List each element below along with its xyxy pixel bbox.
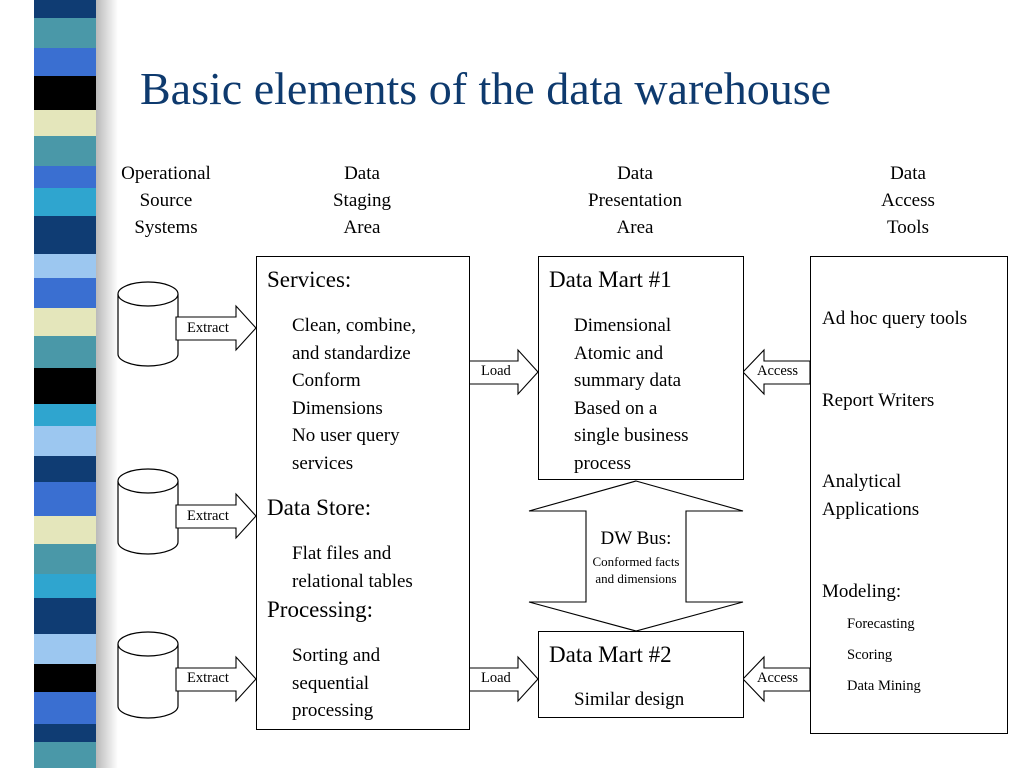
tool-ad-hoc-query: Ad hoc query tools <box>822 308 968 329</box>
header-data-staging-area: Data Staging Area <box>332 163 392 238</box>
source-database-icon-1 <box>117 281 179 367</box>
stripe-band <box>34 598 96 634</box>
extract-label-1: Extract <box>187 320 229 336</box>
stripe-band <box>34 404 96 426</box>
header-data-access-tools: Data Access Tools <box>881 163 935 238</box>
dw-bus-title: DW Bus: <box>600 528 672 549</box>
data-mart-1-text: Dimensional Atomic and summary data Base… <box>574 315 689 474</box>
stripe-band <box>34 482 96 516</box>
data-store-heading: Data Store: <box>267 495 372 520</box>
processing-text: Sorting and sequential processing <box>292 645 381 721</box>
access-arrow-2 <box>742 655 811 703</box>
stripe-band <box>34 254 96 278</box>
data-mart-1-box: Data Mart #1 Dimensional Atomic and summ… <box>538 256 744 480</box>
modeling-forecasting: Forecasting <box>847 616 915 632</box>
modeling-scoring: Scoring <box>847 647 893 663</box>
data-mart-2-text: Similar design <box>574 689 685 710</box>
stripe-band <box>34 368 96 404</box>
stripe-band <box>34 692 96 724</box>
stripe-band <box>34 634 96 664</box>
stripe-band <box>34 110 96 136</box>
stripe-band <box>34 0 96 18</box>
tool-modeling: Modeling: <box>822 581 902 602</box>
stripe-band <box>34 308 96 336</box>
services-heading: Services: <box>267 267 352 292</box>
tool-analytical-applications: Analytical Applications <box>822 471 920 520</box>
data-mart-2-box: Data Mart #2 Similar design <box>538 631 744 718</box>
extract-arrow-2 <box>175 492 257 540</box>
access-arrow-1 <box>742 348 811 396</box>
services-text: Clean, combine, and standardize Conform … <box>292 315 416 474</box>
data-mart-1-title: Data Mart #1 <box>549 267 672 292</box>
stripe-band <box>34 188 96 216</box>
stripe-band <box>34 516 96 544</box>
stripe-band <box>34 216 96 254</box>
access-label-1: Access <box>757 363 799 379</box>
modeling-data-mining: Data Mining <box>847 678 921 694</box>
stripe-band <box>34 664 96 692</box>
data-store-text: Flat files and relational tables <box>292 543 413 592</box>
extract-arrow-3 <box>175 655 257 703</box>
data-mart-2-title: Data Mart #2 <box>549 642 672 667</box>
load-label-2: Load <box>481 670 511 686</box>
stripe-band <box>34 166 96 188</box>
stripe-band <box>34 544 96 574</box>
extract-label-3: Extract <box>187 670 229 686</box>
stripe-band <box>34 724 96 742</box>
staging-area-box: Services: Clean, combine, and standardiz… <box>256 256 470 730</box>
stripe-band <box>34 18 96 48</box>
access-label-2: Access <box>757 670 799 686</box>
processing-heading: Processing: <box>267 597 374 622</box>
stripe-band <box>34 48 96 76</box>
dw-bus-text: Conformed facts and dimensions <box>592 554 680 586</box>
extract-label-2: Extract <box>187 508 229 524</box>
stripe-band <box>34 136 96 166</box>
load-label-1: Load <box>481 363 511 379</box>
stripe-band <box>34 742 96 768</box>
load-arrow-1 <box>468 348 539 396</box>
stripe-band <box>34 336 96 368</box>
stripe-band <box>34 278 96 308</box>
slide-title: Basic elements of the data warehouse <box>140 63 832 114</box>
tool-report-writers: Report Writers <box>822 390 935 411</box>
header-data-presentation-area: Data Presentation Area <box>588 163 682 238</box>
stripe-band <box>34 426 96 456</box>
header-operational-source-systems: Operational Source Systems <box>121 163 211 238</box>
load-arrow-2 <box>468 655 539 703</box>
source-database-icon-3 <box>117 631 179 719</box>
data-access-tools-box: Ad hoc query tools Report Writers Analyt… <box>810 256 1008 734</box>
stripe-band <box>34 76 96 110</box>
stripe-band <box>34 574 96 598</box>
extract-arrow-1 <box>175 304 257 352</box>
source-database-icon-2 <box>117 468 179 555</box>
decorative-stripe <box>34 0 118 768</box>
stripe-band <box>34 456 96 482</box>
